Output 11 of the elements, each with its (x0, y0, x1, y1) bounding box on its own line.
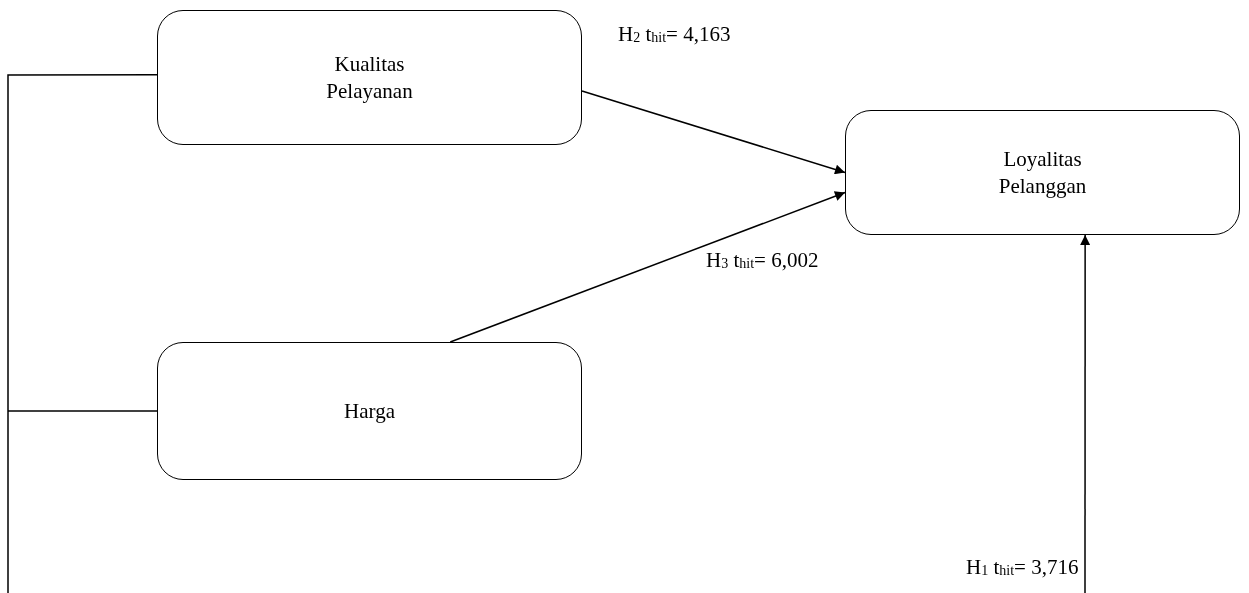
connector-line (7, 410, 158, 412)
arrow (1080, 234, 1091, 593)
rounded-box (845, 110, 1240, 235)
arrow (449, 191, 846, 343)
rounded-box (157, 10, 582, 145)
arrow (581, 90, 846, 175)
node-label: Kualitas Pelayanan (325, 51, 414, 104)
node-label: Harga (344, 397, 395, 425)
connector-line (7, 74, 158, 593)
rounded-box (157, 342, 582, 480)
node-label: Loyalitas Pelanggan (997, 146, 1088, 199)
